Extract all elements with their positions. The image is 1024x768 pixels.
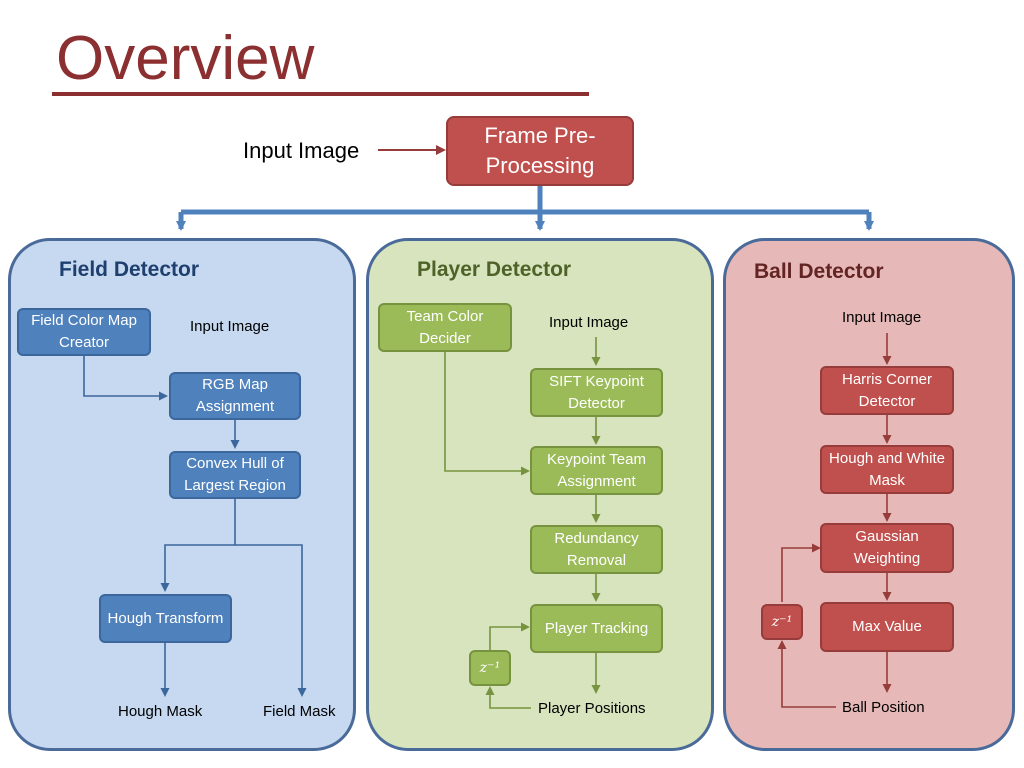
rgb-map-box: RGB Map Assignment bbox=[169, 372, 301, 420]
ball-position-label: Ball Position bbox=[842, 699, 925, 716]
player-delay-box: z⁻¹ bbox=[469, 650, 511, 686]
player-tracking-box: Player Tracking bbox=[530, 604, 663, 653]
gaussian-box: Gaussian Weighting bbox=[820, 523, 954, 573]
ball-delay-box: z⁻¹ bbox=[761, 604, 803, 640]
field-input-label: Input Image bbox=[190, 318, 270, 335]
field-detector-title: Field Detector bbox=[59, 258, 200, 281]
max-value-box: Max Value bbox=[820, 602, 954, 652]
sift-box: SIFT Keypoint Detector bbox=[530, 368, 663, 417]
ball-wiring bbox=[777, 333, 892, 708]
team-color-box: Team Color Decider bbox=[378, 303, 512, 352]
frame-preprocessing-box: Frame Pre-Processing bbox=[446, 116, 634, 186]
title-underline bbox=[52, 92, 589, 96]
distribution-tree bbox=[176, 186, 874, 231]
convex-hull-box: Convex Hull of Largest Region bbox=[169, 451, 301, 499]
field-wiring bbox=[83, 356, 307, 697]
ball-input-label: Input Image bbox=[842, 309, 922, 326]
field-color-map-box: Field Color Map Creator bbox=[17, 308, 151, 356]
ball-detector-title: Ball Detector bbox=[754, 260, 884, 283]
player-detector-title: Player Detector bbox=[417, 258, 572, 281]
input-image-label: Input Image bbox=[243, 138, 360, 163]
ball-detector-panel bbox=[723, 238, 1015, 751]
player-input-label: Input Image bbox=[549, 314, 629, 331]
hough-transform-box: Hough Transform bbox=[99, 594, 232, 643]
hough-white-box: Hough and White Mask bbox=[820, 445, 954, 494]
hough-mask-label: Hough Mask bbox=[118, 703, 203, 720]
player-positions-label: Player Positions bbox=[538, 700, 646, 717]
field-mask-label: Field Mask bbox=[263, 703, 336, 720]
keypoint-team-box: Keypoint Team Assignment bbox=[530, 446, 663, 495]
player-wiring bbox=[444, 337, 601, 709]
redundancy-box: Redundancy Removal bbox=[530, 525, 663, 574]
harris-box: Harris Corner Detector bbox=[820, 366, 954, 415]
slide-title: Overview bbox=[56, 24, 315, 93]
